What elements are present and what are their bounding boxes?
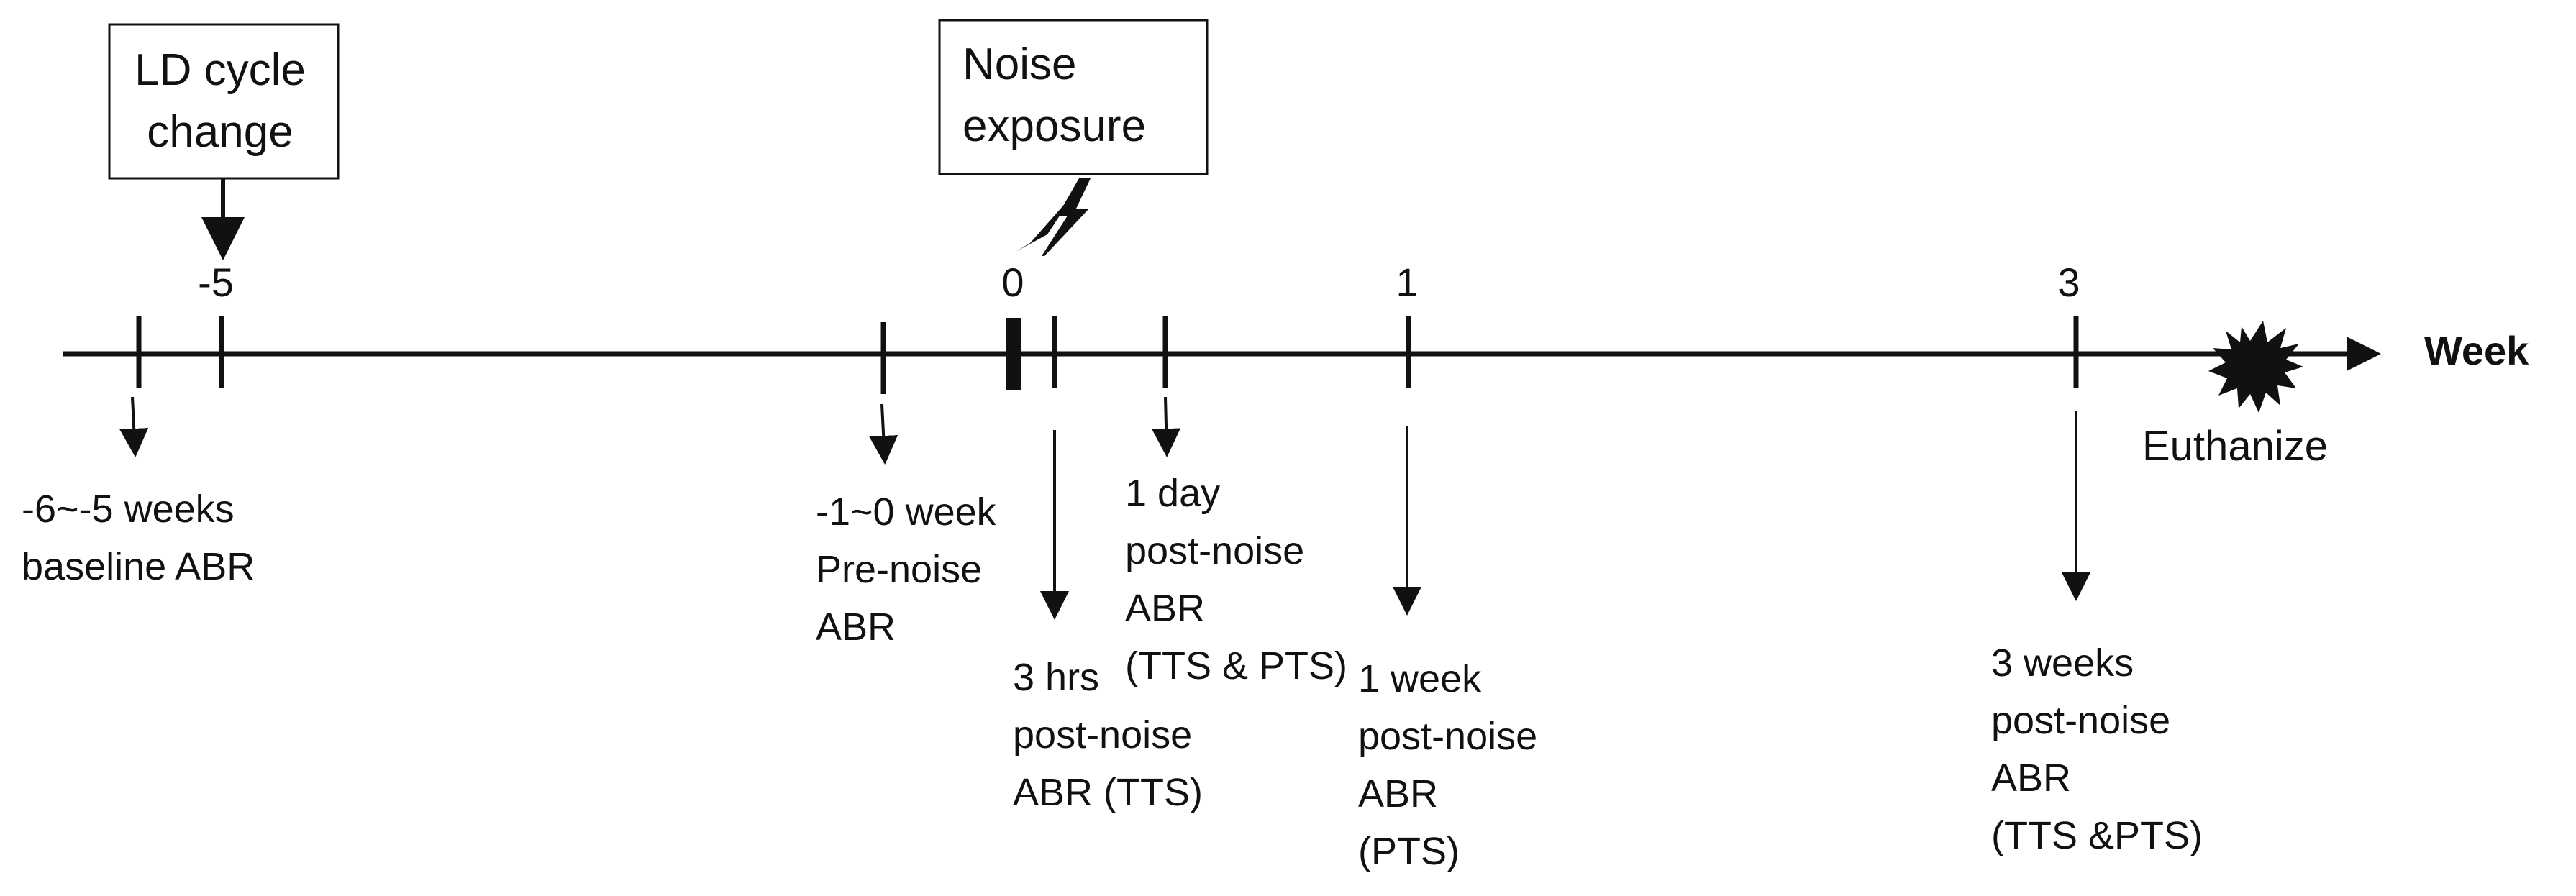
weeks3-label-line2: post-noise (1991, 699, 2170, 742)
tick-zero (1006, 318, 1021, 390)
day1-label-line3: ABR (1125, 587, 1205, 630)
hrs3-label-line3: ABR (TTS) (1013, 771, 1203, 814)
baseline-label-line1: -6~-5 weeks (22, 488, 235, 531)
prenoise-arrow (869, 403, 898, 465)
weeks3-label-line3: ABR (1991, 756, 2071, 800)
lightning-bolt-icon (1042, 178, 1091, 256)
axis-arrowhead (2347, 337, 2381, 371)
day1-arrow (1152, 396, 1181, 457)
baseline-arrow (119, 396, 149, 457)
tick-label-zero: 0 (1001, 260, 1024, 305)
tick-label-three: 3 (2057, 260, 2080, 305)
hrs3-label-line1: 3 hrs (1013, 656, 1099, 699)
noise-exposure-label-line1: Noise (962, 40, 1077, 89)
ld-cycle-label-line2: change (147, 107, 293, 157)
tick-label-one: 1 (1396, 260, 1418, 305)
hrs3-label-line2: post-noise (1013, 713, 1192, 756)
prenoise-label-line2: Pre-noise (816, 548, 982, 591)
week1-label-line4: (PTS) (1358, 830, 1460, 873)
day1-label-line2: post-noise (1125, 529, 1304, 572)
ld-cycle-label-line1: LD cycle (135, 45, 306, 95)
week1-label-line1: 1 week (1358, 657, 1482, 700)
tick-label-minus5: -5 (198, 260, 234, 305)
week1-label-line2: post-noise (1358, 715, 1537, 758)
day1-label-line1: 1 day (1125, 472, 1220, 515)
prenoise-label-line1: -1~0 week (816, 490, 997, 534)
ld-cycle-box (108, 23, 340, 180)
weeks3-label-line4: (TTS &PTS) (1991, 814, 2203, 857)
weeks3-label-line1: 3 weeks (1991, 641, 2134, 685)
day1-label-line4: (TTS & PTS) (1125, 644, 1347, 687)
euthanize-label: Euthanize (2142, 423, 2328, 470)
baseline-label-line2: baseline ABR (22, 545, 255, 588)
noise-exposure-box (938, 19, 1209, 175)
week1-label-line3: ABR (1358, 772, 1438, 815)
noise-exposure-label-line2: exposure (962, 101, 1146, 151)
starburst-icon (2208, 321, 2303, 413)
prenoise-label-line3: ABR (816, 605, 896, 649)
axis-unit-label: Week (2424, 328, 2529, 373)
